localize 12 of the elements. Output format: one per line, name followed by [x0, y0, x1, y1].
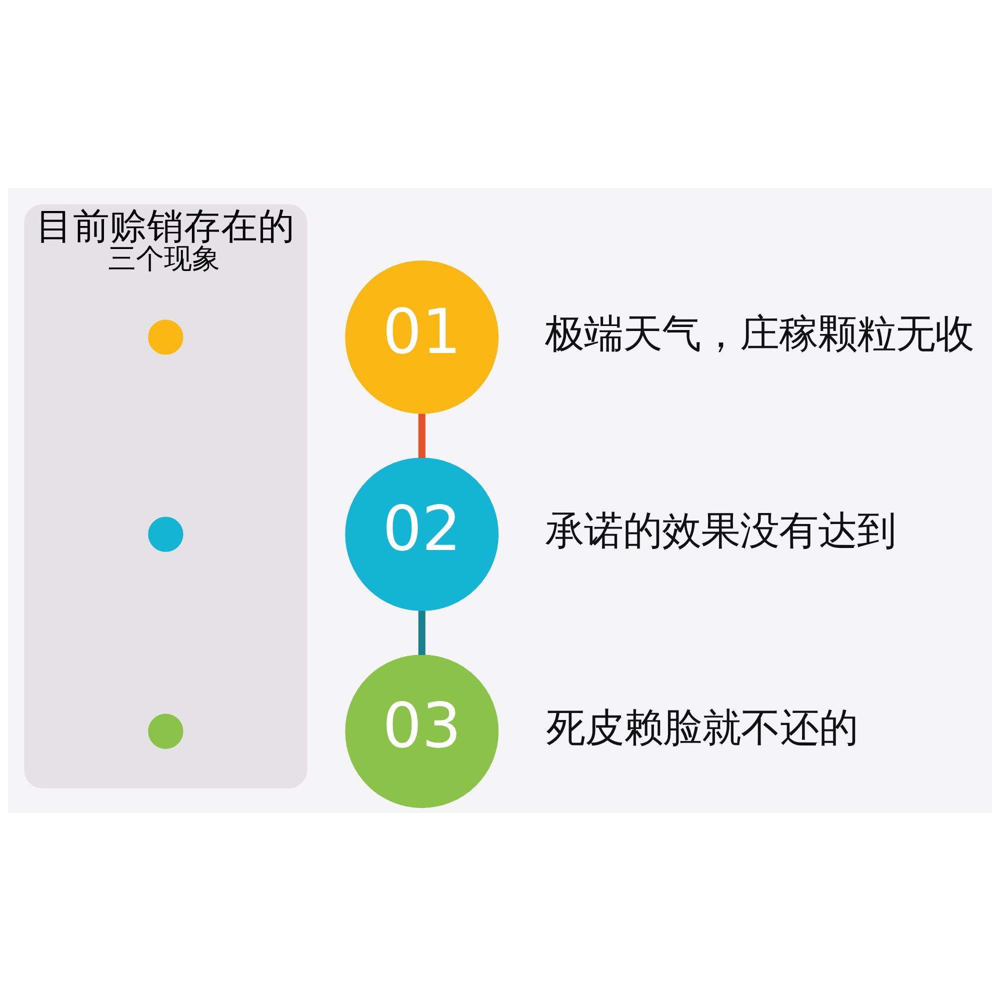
connector [418, 610, 426, 655]
node-circle: 03 [345, 654, 499, 808]
connector [418, 413, 426, 458]
node-label: 承诺的效果没有达到 [544, 507, 896, 554]
node-circle [148, 713, 184, 748]
node-circle: 02 [345, 457, 499, 610]
node-circle: 01 [345, 260, 499, 414]
cluster: 目前赊销存在的 三个现象 [24, 204, 308, 788]
node-circle [148, 516, 184, 552]
node-circle [148, 319, 184, 354]
node-label: 死皮赖脸就不还的 [546, 704, 858, 751]
node-label: 极端天气，庄稼颗粒无收 [545, 310, 974, 356]
